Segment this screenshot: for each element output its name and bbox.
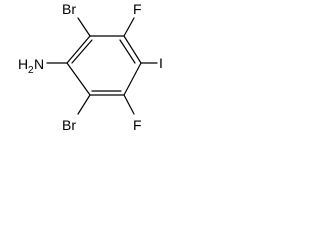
atom-label-amine-h: H [18,56,28,72]
bond-c5-f-bottom [123,94,135,115]
amine-group-label: H 2 N [18,56,44,76]
substituent-bonds [46,17,158,115]
ring-bond-c3-c4 [123,35,142,64]
bond-c2-br-top [77,17,91,37]
ring-bond-c4-c5 [123,62,142,96]
atom-label-br-bottom: Br [62,117,76,133]
bond-c3-f-top [123,17,135,37]
double-bond-c3-c4-inner [119,39,136,64]
bond-c6-br-bottom [77,94,91,115]
ring-bond-c6-c1 [66,62,91,96]
double-bond-c1-c2-inner [71,39,93,64]
ring-bond-c1-c2 [66,35,91,64]
atom-label-f-top: F [133,1,142,17]
atom-label-f-bottom: F [133,117,142,133]
atom-label-amine-n: N [34,56,44,72]
atom-label-br-top: Br [62,1,76,17]
atom-label-amine-subscript: 2 [28,65,34,76]
molecule-structure-diagram: Br F I F Br H 2 N [18,1,163,133]
benzene-ring [66,35,142,96]
atom-label-iodine: I [159,55,163,71]
